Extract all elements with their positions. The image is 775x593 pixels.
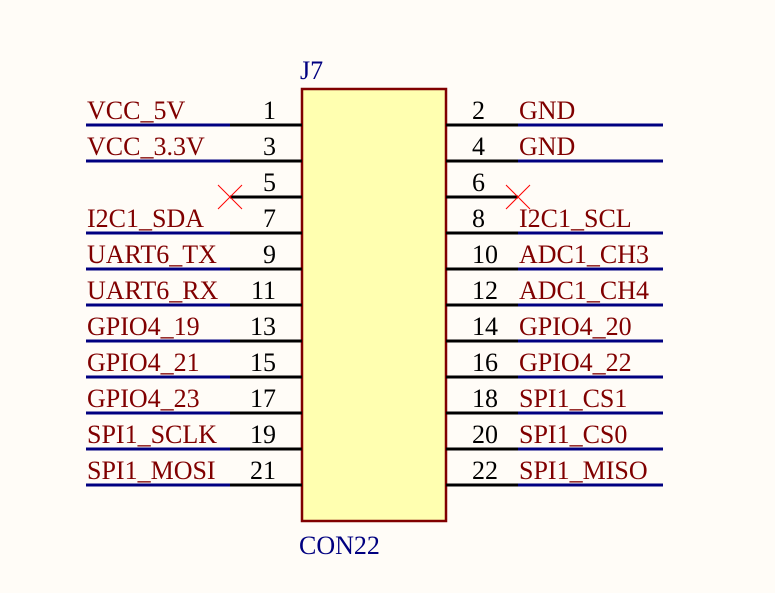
net-label: VCC_5V — [87, 96, 185, 125]
left-pin-row: 17 GPIO4_23 — [86, 384, 302, 415]
net-label: SPI1_CS1 — [519, 384, 627, 413]
pin-number: 20 — [472, 420, 498, 449]
net-label: GPIO4_19 — [87, 312, 200, 341]
pin-number: 21 — [250, 456, 276, 485]
right-pin-row: 6 — [446, 168, 531, 210]
left-pin-row: 5 — [217, 168, 302, 210]
component-part-name: CON22 — [299, 531, 380, 560]
pin-number: 4 — [472, 132, 485, 161]
right-pin-row: 14 GPIO4_20 — [446, 312, 663, 343]
pin-number: 2 — [472, 96, 485, 125]
connector-body — [300, 87, 448, 523]
pins-layer: 1 VCC_5V 3 VCC_3.3V 5 7 I2C1_SDA 9 UART6_TX 11 UAR… — [86, 96, 663, 487]
net-label: GND — [519, 96, 575, 125]
pin-number: 10 — [472, 240, 498, 269]
net-label: I2C1_SDA — [87, 204, 204, 233]
pin-number: 11 — [251, 276, 276, 305]
right-pin-row: 16 GPIO4_22 — [446, 348, 663, 379]
pin-number: 8 — [472, 204, 485, 233]
left-pin-row: 9 UART6_TX — [86, 240, 302, 271]
no-connect-mark — [505, 184, 531, 210]
net-label: I2C1_SCL — [519, 204, 632, 233]
left-pin-row: 3 VCC_3.3V — [86, 132, 302, 163]
right-pin-row: 22 SPI1_MISO — [446, 456, 663, 487]
net-label: ADC1_CH4 — [519, 276, 649, 305]
net-label: GND — [519, 132, 575, 161]
pin-number: 5 — [263, 168, 276, 197]
pin-number: 12 — [472, 276, 498, 305]
left-pin-row: 19 SPI1_SCLK — [86, 420, 302, 451]
pin-number: 7 — [263, 204, 276, 233]
right-pin-row: 18 SPI1_CS1 — [446, 384, 663, 415]
pin-number: 13 — [250, 312, 276, 341]
net-label: UART6_RX — [87, 276, 219, 305]
pin-number: 14 — [472, 312, 498, 341]
pin-number: 1 — [263, 96, 276, 125]
pin-number: 9 — [263, 240, 276, 269]
net-label: VCC_3.3V — [87, 132, 205, 161]
left-pin-row: 21 SPI1_MOSI — [86, 456, 302, 487]
pin-number: 18 — [472, 384, 498, 413]
right-pin-row: 10 ADC1_CH3 — [446, 240, 663, 271]
net-label: GPIO4_21 — [87, 348, 200, 377]
net-label: SPI1_SCLK — [87, 420, 217, 449]
left-pin-row: 1 VCC_5V — [86, 96, 302, 127]
right-pin-row: 8 I2C1_SCL — [446, 204, 663, 235]
net-label: GPIO4_20 — [519, 312, 632, 341]
net-label: ADC1_CH3 — [519, 240, 649, 269]
net-label: GPIO4_22 — [519, 348, 632, 377]
right-pin-row: 4 GND — [446, 132, 663, 163]
left-pin-row: 13 GPIO4_19 — [86, 312, 302, 343]
left-pin-row: 11 UART6_RX — [86, 276, 302, 307]
pin-number: 16 — [472, 348, 498, 377]
net-label: UART6_TX — [87, 240, 217, 269]
net-label: SPI1_CS0 — [519, 420, 627, 449]
net-label: SPI1_MISO — [519, 456, 648, 485]
left-pin-row: 7 I2C1_SDA — [86, 204, 302, 235]
pin-number: 17 — [250, 384, 276, 413]
component-designator: J7 — [300, 56, 323, 85]
left-pin-row: 15 GPIO4_21 — [86, 348, 302, 379]
right-pin-row: 20 SPI1_CS0 — [446, 420, 663, 451]
right-pin-row: 2 GND — [446, 96, 663, 127]
pin-number: 15 — [250, 348, 276, 377]
right-pin-row: 12 ADC1_CH4 — [446, 276, 663, 307]
pin-number: 19 — [250, 420, 276, 449]
pin-number: 3 — [263, 132, 276, 161]
net-label: GPIO4_23 — [87, 384, 200, 413]
net-label: SPI1_MOSI — [87, 456, 216, 485]
pin-number: 22 — [472, 456, 498, 485]
no-connect-mark — [217, 184, 243, 210]
pin-number: 6 — [472, 168, 485, 197]
